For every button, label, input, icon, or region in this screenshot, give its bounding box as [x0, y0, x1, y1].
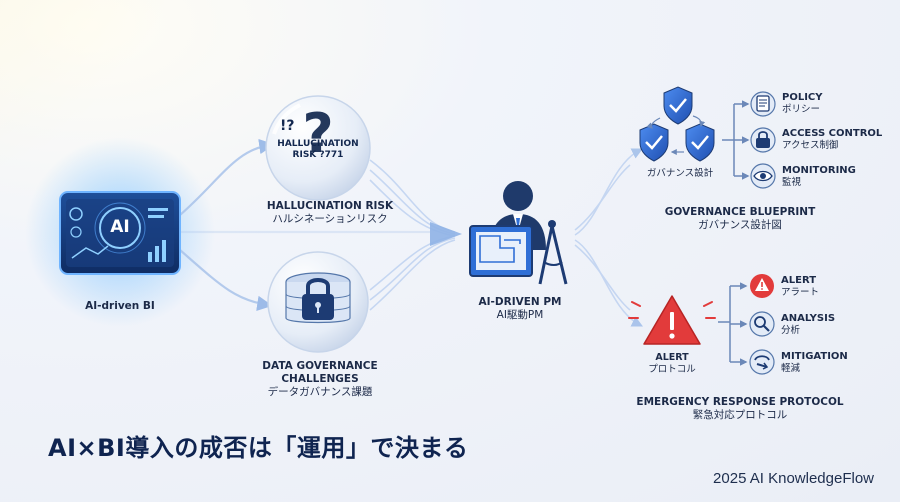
- pm-figure: [469, 181, 568, 285]
- headline: AI×BI導入の成否は「運用」で決まる: [48, 434, 469, 462]
- shield-cluster: [639, 86, 715, 162]
- alert-item-alert: ALERT アラート: [781, 275, 820, 298]
- mitigation-disc: [749, 349, 775, 375]
- arrow-into-pm: [430, 222, 462, 246]
- access-icon-disc: [750, 127, 776, 153]
- alert-item-analysis: ANALYSIS 分析: [781, 313, 836, 336]
- bubble-text: HALLUCINATION RISK ?771: [277, 139, 359, 161]
- gov-item-policy: POLICY ポリシー: [782, 92, 823, 115]
- alert-small-disc: [750, 274, 774, 298]
- flow-to-data-governance: [179, 249, 273, 311]
- pm-label: AI-DRIVEN PM AI駆動PM: [478, 296, 562, 322]
- alert-item-mitigation: MITIGATION 軽減: [781, 351, 848, 374]
- flow-to-hallucination: [179, 138, 275, 216]
- monitoring-icon-disc: [750, 163, 776, 189]
- ai-screen-text: AI: [110, 217, 130, 237]
- ai-bi-monitor: [59, 191, 181, 275]
- flow-to-governance: [574, 148, 644, 236]
- emergency-protocol-label: EMERGENCY RESPONSE PROTOCOL 緊急対応プロトコル: [636, 396, 844, 422]
- bubble-marks: !?: [280, 118, 295, 134]
- svg-text:?: ?: [302, 102, 333, 165]
- data-governance-bubble: [267, 251, 369, 353]
- hallucination-label: HALLUCINATION RISK ハルシネーションリスク: [266, 200, 394, 226]
- analysis-disc: [749, 311, 775, 337]
- gov-item-access: ACCESS CONTROL アクセス制御: [782, 128, 883, 151]
- data-governance-label: DATA GOVERNANCE CHALLENGES データガバナンス課題: [262, 360, 378, 399]
- footer-credit: 2025 AI KnowledgeFlow: [713, 470, 874, 487]
- alert-cluster-label: ALERT プロトコル: [648, 352, 696, 375]
- gov-item-monitoring: MONITORING 監視: [782, 165, 856, 188]
- hallucination-bubble: ?: [265, 95, 371, 201]
- ai-bi-title: AI-driven BI: [85, 300, 155, 312]
- policy-icon-disc: [750, 91, 776, 117]
- governance-blueprint-label: GOVERNANCE BLUEPRINT ガバナンス設計図: [664, 206, 816, 232]
- governance-cluster-label: ガバナンス設計: [646, 168, 714, 179]
- alert-triangle: [628, 295, 716, 345]
